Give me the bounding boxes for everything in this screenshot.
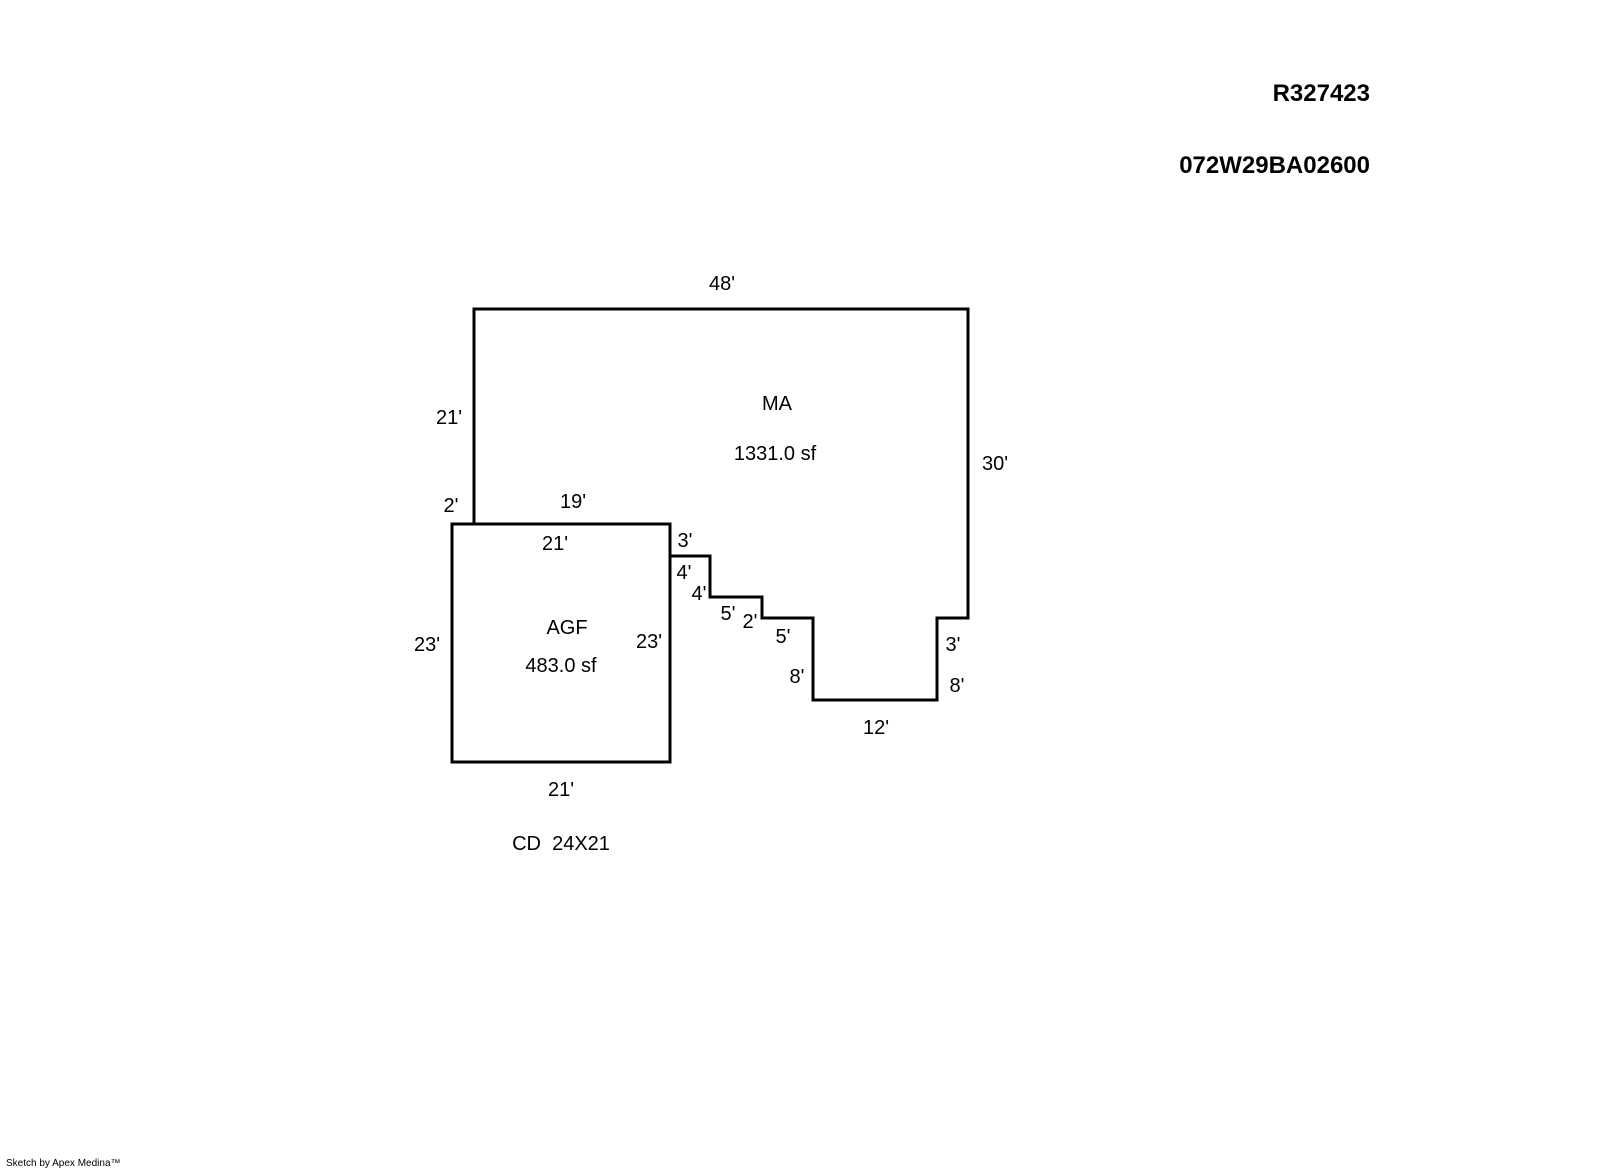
dim-agf-right: 23'	[636, 631, 662, 653]
sketch-credit: Sketch by Apex Medina™	[6, 1158, 121, 1169]
dim-step1-h: 4'	[677, 562, 692, 584]
dim-step3-v: 2'	[743, 611, 758, 633]
dim-ma-top: 48'	[709, 273, 735, 295]
dim-notch-right-lower: 8'	[950, 675, 965, 697]
dim-step2-h: 5'	[721, 603, 736, 625]
agf-label: AGF	[546, 617, 587, 639]
dim-notch-bottom: 12'	[863, 717, 889, 739]
agf-area: 483.0 sf	[525, 655, 597, 677]
map-tax-lot: 072W29BA02600	[1179, 152, 1370, 179]
dim-notch-right-upper: 3'	[946, 634, 961, 656]
ma-outline	[472, 307, 970, 702]
dim-step1-v: 3'	[678, 530, 693, 552]
dim-notch-left: 8'	[790, 666, 805, 688]
dim-ma-left-upper: 21'	[436, 407, 462, 429]
agf-outline	[450, 522, 672, 764]
covered-deck-note: CD 24X21	[512, 833, 610, 855]
ma-label: MA	[762, 393, 793, 415]
dim-agf-bottom: 21'	[548, 779, 574, 801]
dim-agf-top: 21'	[542, 533, 568, 555]
dim-agf-left: 23'	[414, 634, 440, 656]
dim-ma-bottom-left: 19'	[560, 491, 586, 513]
dim-step2-v: 4'	[692, 583, 707, 605]
dim-ma-right: 30'	[982, 453, 1008, 475]
dim-step3-h: 5'	[776, 626, 791, 648]
ma-area: 1331.0 sf	[734, 443, 817, 465]
account-id: R327423	[1272, 80, 1370, 107]
dim-ma-left-lower: 2'	[444, 495, 459, 517]
